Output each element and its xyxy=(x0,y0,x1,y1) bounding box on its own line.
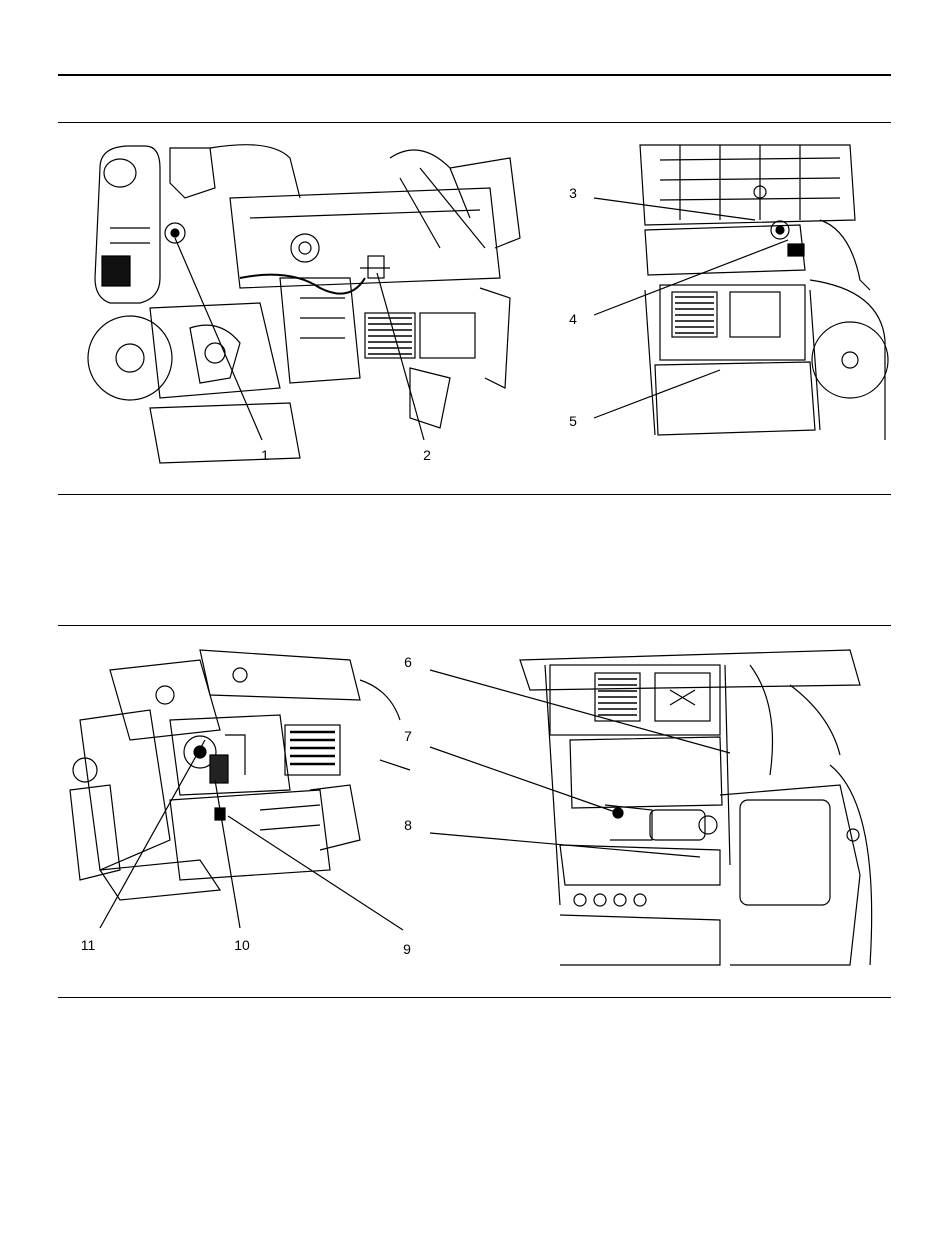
callout-label-1: 1 xyxy=(261,447,269,463)
callout-label-11: 11 xyxy=(81,937,96,953)
callout-label-5: 5 xyxy=(569,413,577,429)
figure-row-2-bottom-rule xyxy=(58,997,891,998)
callout-label-8: 8 xyxy=(404,817,412,833)
engine-illustration-ecm-side: 3 4 5 xyxy=(560,140,890,440)
engine-illustration-left-side: 1 2 xyxy=(90,128,530,468)
callout-label-10: 10 xyxy=(234,937,250,953)
top-rule xyxy=(58,74,891,76)
callout-label-2: 2 xyxy=(423,447,431,463)
callout-label-6: 6 xyxy=(404,654,412,670)
figure-row-2-top-rule xyxy=(58,625,891,626)
engine-illustration-front-left: 11 10 9 xyxy=(60,640,440,965)
figure-row-1-bottom-rule xyxy=(58,494,891,495)
callout-label-4: 4 xyxy=(569,311,577,327)
callout-label-3: 3 xyxy=(569,185,577,201)
figure-row-1-top-rule xyxy=(58,122,891,123)
callout-label-7: 7 xyxy=(404,728,412,744)
engine-illustration-starter-side: 6 7 8 xyxy=(390,645,890,975)
